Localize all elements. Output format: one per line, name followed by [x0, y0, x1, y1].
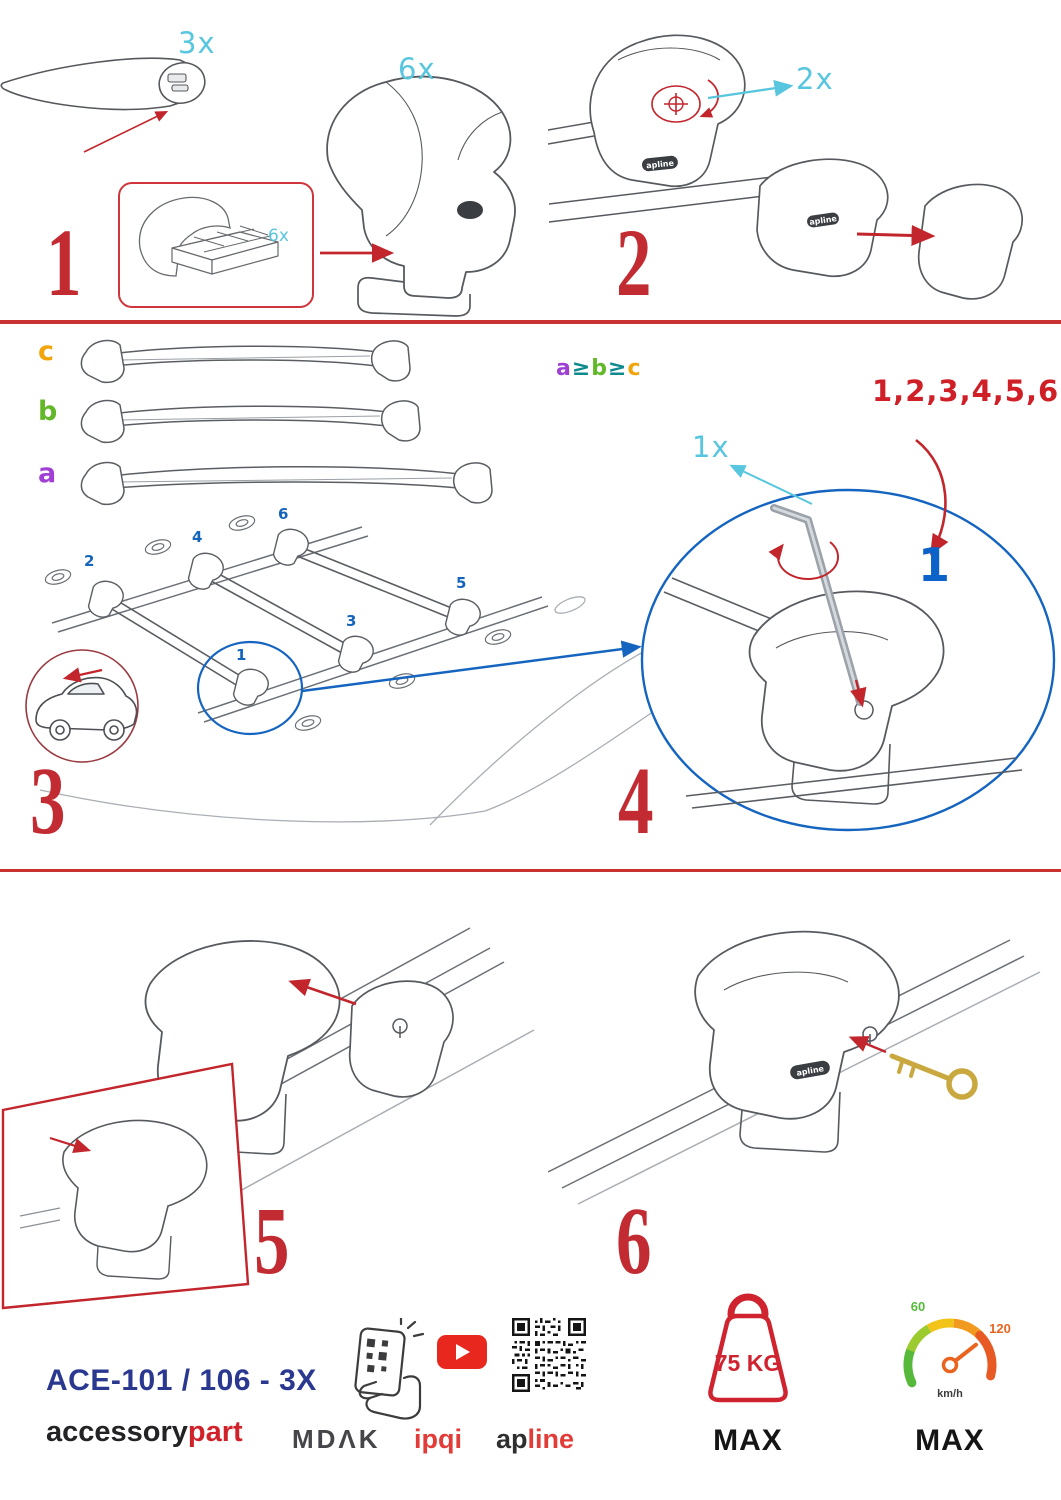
section-divider — [0, 869, 1061, 872]
apline-badge: apline — [807, 212, 839, 228]
brand-logo: accessorypart — [46, 1416, 243, 1448]
max-weight-icon: 75 KG — [708, 1293, 788, 1403]
crossbar-a-drawing — [80, 461, 493, 506]
position-5: 5 — [456, 574, 467, 592]
step2-assembly-drawing: apline — [548, 158, 1024, 300]
qty-screws: 2x — [796, 62, 834, 96]
section-divider — [0, 320, 1061, 324]
position-2: 2 — [84, 552, 95, 570]
pad-detail-zoom-box: 6x — [118, 182, 314, 308]
rotate-arrow — [768, 541, 840, 580]
crossbar-profile-drawing — [0, 57, 206, 153]
red-arrow — [850, 679, 867, 708]
speed-high-label: 120 — [989, 1321, 1011, 1336]
step5-drawing — [1, 927, 535, 1310]
end-cover-piece — [917, 183, 1024, 300]
red-arrow — [62, 667, 103, 683]
phone-scan-icon — [354, 1318, 425, 1420]
car-direction-inset — [25, 649, 139, 763]
youtube-icon — [437, 1335, 487, 1369]
step-4-number: 4 — [618, 747, 654, 854]
foot-zoom-detail — [640, 438, 1056, 832]
red-arrow — [83, 110, 169, 153]
weight-limit-value: 75 KG — [715, 1350, 781, 1376]
max-speed-icon: 60 120 km/h — [903, 1299, 1011, 1400]
product-code: ACE-101 / 106 - 3X — [46, 1364, 317, 1397]
size-order-rule: a≥b≥c — [556, 356, 642, 381]
step-1-number: 1 — [46, 209, 82, 316]
roof-mounting-drawing — [39, 515, 661, 826]
position-3: 3 — [346, 612, 357, 630]
car-drawing — [35, 676, 138, 741]
apline-logo: apline — [496, 1424, 575, 1454]
cyan-leader — [729, 464, 813, 505]
step6-drawing: apline — [548, 930, 1041, 1205]
sequence-arrow — [915, 438, 949, 556]
step2-foot-drawing: apline — [548, 34, 746, 188]
red-arrow — [320, 243, 395, 263]
bar-label-a: a — [38, 458, 57, 489]
inset-foot-drawing — [19, 1119, 208, 1280]
lock-cover-piece — [348, 980, 454, 1098]
bar-label-b: b — [38, 396, 58, 427]
svg-text:apline: apline — [809, 214, 838, 227]
apline-badge: apline — [790, 1060, 830, 1080]
step-3-number: 3 — [30, 747, 66, 854]
speed-max-label: MAX — [915, 1424, 985, 1457]
mounted-crossbars — [101, 543, 465, 692]
car-body-lines — [39, 596, 661, 826]
bar-label-c: c — [38, 336, 55, 367]
tightening-sequence: 1,2,3,4,5,6 — [872, 374, 1060, 408]
position-1: 1 — [236, 646, 247, 664]
mdak-logo: MDΛK — [292, 1424, 381, 1454]
rotate-arrow — [699, 79, 720, 118]
crossbar-b-drawing — [80, 399, 421, 444]
key-drawing — [889, 1053, 978, 1100]
step-5-number: 5 — [254, 1187, 290, 1294]
speed-low-label: 60 — [911, 1299, 925, 1314]
qty-bar-endcaps: 3x — [178, 26, 216, 60]
ipqi-logo: ipqi — [414, 1424, 462, 1454]
position-4: 4 — [192, 528, 203, 546]
red-arrow — [848, 1036, 887, 1054]
qty-pads: 6x — [268, 226, 289, 246]
step-6-number: 6 — [616, 1187, 652, 1294]
mounting-feet — [87, 528, 481, 706]
red-arrow — [856, 224, 936, 246]
cyan-arrow — [707, 79, 794, 100]
rubber-pad-drawing — [138, 196, 279, 277]
apline-badge-label: apline — [646, 159, 675, 171]
foot-detail — [748, 590, 945, 772]
crossbar-c-drawing — [80, 339, 411, 384]
blue-zoom-arrow — [301, 640, 642, 693]
weight-max-label: MAX — [713, 1424, 783, 1457]
red-arrow — [288, 978, 357, 1006]
qty-feet: 6x — [398, 52, 436, 86]
mini-qr — [366, 1338, 389, 1373]
foot-1-highlight-circle — [196, 640, 304, 736]
bar-and-rail-lines — [663, 577, 1023, 809]
qr-code — [512, 1318, 586, 1392]
qty-allen-key: 1x — [692, 430, 730, 464]
sequence-first-number: 1 — [918, 538, 951, 592]
position-6: 6 — [278, 505, 289, 523]
foot-drawing — [694, 930, 900, 1120]
step-2-number: 2 — [616, 209, 652, 316]
apline-badge: apline — [642, 155, 678, 172]
speed-unit-label: km/h — [937, 1388, 963, 1400]
apline-badge — [457, 201, 483, 219]
